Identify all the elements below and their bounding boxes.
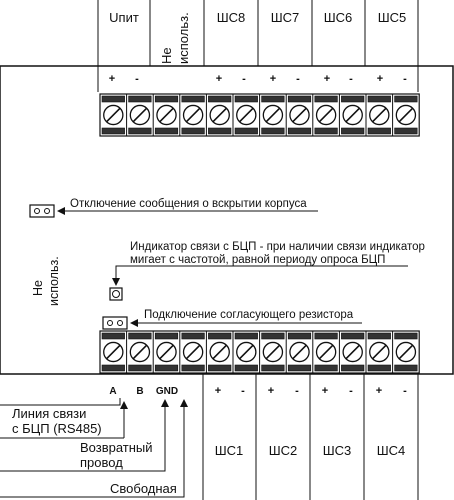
top-terminal-screw bbox=[152, 94, 179, 136]
shs7-minus: - bbox=[296, 73, 300, 85]
top-header bbox=[97, 0, 419, 66]
indicator-arrow bbox=[112, 265, 408, 286]
bottom-terminal-screw bbox=[126, 331, 152, 373]
label-ne-ispolz-side: Не использ. bbox=[31, 256, 61, 306]
shs1-minus: - bbox=[241, 385, 245, 397]
label-shs7: ШС7 bbox=[271, 10, 300, 25]
bottom-terminal-screw bbox=[179, 331, 205, 373]
top-terminal-block bbox=[99, 93, 420, 137]
annotation-indicator-2: мигает с частотой, равной периоду опроса… bbox=[130, 254, 385, 266]
top-terminal-screw bbox=[99, 94, 125, 136]
shs1-plus: + bbox=[215, 385, 221, 397]
shs4-minus: - bbox=[403, 385, 407, 397]
left-leaders bbox=[0, 398, 188, 498]
label-shs6: ШС6 bbox=[324, 10, 353, 25]
shs3-minus: - bbox=[349, 385, 353, 397]
link-indicator-led bbox=[109, 287, 123, 301]
annotation-resistor: Подключение согласующего резистора bbox=[144, 309, 354, 321]
bottom-terminal-screw bbox=[99, 331, 125, 373]
bottom-terminal-screw bbox=[312, 331, 338, 373]
shs6-plus: + bbox=[324, 73, 330, 85]
shs3-plus: + bbox=[322, 385, 328, 397]
label-ne-ispolz-top: Не использ. bbox=[159, 12, 191, 64]
upit-plus: + bbox=[109, 73, 115, 85]
shs6-minus: - bbox=[349, 73, 353, 85]
bottom-loop-boxes bbox=[202, 374, 419, 500]
top-terminal-screw bbox=[259, 94, 285, 136]
label-free: Свободная bbox=[110, 481, 177, 496]
label-upit: Uпит bbox=[109, 10, 139, 25]
bottom-terminal-screw bbox=[365, 331, 391, 373]
shs7-plus: + bbox=[270, 73, 276, 85]
bottom-terminal-screw bbox=[392, 331, 418, 373]
bottom-terminal-screw bbox=[338, 331, 365, 373]
terminal-a-label: A bbox=[109, 386, 116, 397]
shs8-minus: - bbox=[242, 73, 246, 85]
shs5-plus: + bbox=[377, 73, 383, 85]
upit-minus: - bbox=[135, 73, 139, 85]
bottom-terminal-screw bbox=[285, 331, 312, 373]
bottom-terminal-screw bbox=[232, 331, 258, 373]
shs5-minus: - bbox=[403, 73, 407, 85]
label-shs3: ШС3 bbox=[323, 443, 352, 458]
label-line-1: Линия связи bbox=[12, 406, 86, 421]
shs2-minus: - bbox=[295, 385, 299, 397]
shs2-plus: + bbox=[268, 385, 274, 397]
svg-text:Не: Не bbox=[159, 47, 174, 64]
terminal-gnd-label: GND bbox=[156, 386, 178, 397]
svg-text:использ.: использ. bbox=[47, 256, 61, 306]
annotation-indicator-1: Индикатор связи с БЦП - при наличии связ… bbox=[130, 241, 425, 253]
top-terminal-screw bbox=[312, 94, 338, 136]
bottom-terminal-screw bbox=[205, 331, 232, 373]
label-return-2: провод bbox=[80, 455, 123, 470]
case-open-jumper bbox=[29, 204, 55, 218]
top-terminal-screw bbox=[232, 94, 258, 136]
top-terminal-screw bbox=[338, 94, 365, 136]
label-shs8: ШС8 bbox=[217, 10, 246, 25]
top-terminal-screw bbox=[205, 94, 232, 136]
label-shs5: ШС5 bbox=[378, 10, 407, 25]
device-board bbox=[0, 65, 454, 375]
svg-text:использ.: использ. bbox=[176, 12, 191, 64]
shs8-plus: + bbox=[216, 73, 222, 85]
terminal-b-label: B bbox=[136, 386, 143, 397]
top-terminal-screw bbox=[285, 94, 312, 136]
label-shs1: ШС1 bbox=[215, 443, 244, 458]
top-terminal-screw bbox=[392, 94, 418, 136]
label-line-2: с БЦП (RS485) bbox=[12, 421, 102, 436]
termination-resistor-jumper bbox=[102, 316, 128, 330]
label-shs4: ШС4 bbox=[377, 443, 406, 458]
label-shs2: ШС2 bbox=[269, 443, 298, 458]
bottom-terminal-block bbox=[99, 330, 420, 374]
top-terminal-screw bbox=[179, 94, 205, 136]
bottom-terminal-screw bbox=[152, 331, 179, 373]
bottom-terminal-screw bbox=[259, 331, 285, 373]
svg-text:Не: Не bbox=[31, 280, 45, 296]
annotation-case-open: Отключение сообщения о вскрытии корпуса bbox=[70, 198, 307, 210]
top-terminal-screw bbox=[365, 94, 391, 136]
label-return-1: Возвратный bbox=[80, 440, 153, 455]
shs4-plus: + bbox=[376, 385, 382, 397]
top-terminal-screw bbox=[126, 94, 152, 136]
